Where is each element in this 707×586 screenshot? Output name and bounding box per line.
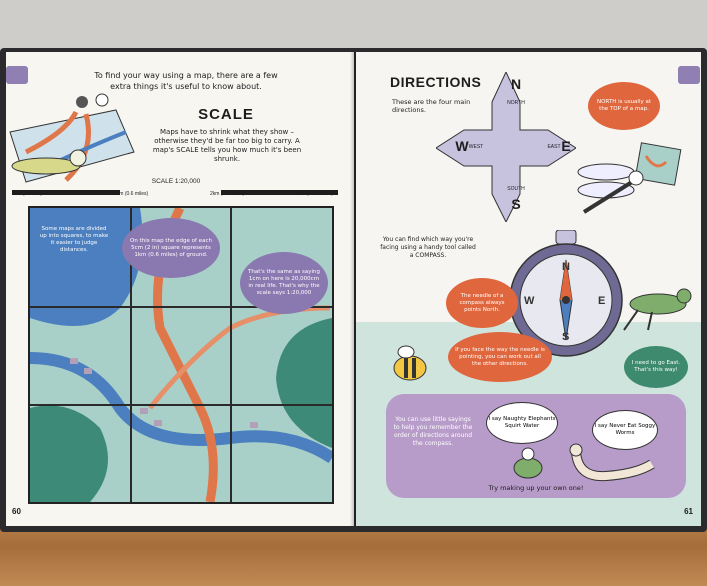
ruler-tick-1: 1km (0.6 miles) <box>114 191 149 197</box>
saying-two-bubble: I say Never Eat Soggy Worms <box>592 410 658 450</box>
north-word: NORTH <box>507 100 525 106</box>
west-letter: W <box>455 138 469 154</box>
scale-ruler <box>12 190 338 195</box>
compass-rose <box>436 72 576 222</box>
grasshopper-illustration <box>623 288 692 331</box>
svg-text:S: S <box>562 331 569 343</box>
north-info-bubble: NORTH is usually at the TOP of a map. <box>588 82 660 130</box>
ruler-tick-2: 2km (1.2 miles) <box>210 191 245 197</box>
bee-illustration <box>393 345 427 381</box>
svg-text:E: E <box>598 295 605 307</box>
face-direction-bubble: If you face the way the needle is pointi… <box>448 332 552 382</box>
west-word: WEST <box>468 144 484 150</box>
square-info-bubble: On this map the edge of each 5cm (2 in) … <box>122 218 220 278</box>
try-your-own-text: Try making up your own one! <box>488 484 584 492</box>
intro-text: To find your way using a map, there are … <box>94 71 278 91</box>
scale-heading: SCALE <box>198 106 254 123</box>
east-letter: E <box>561 138 571 154</box>
directions-heading: DIRECTIONS <box>390 74 482 90</box>
svg-text:N: N <box>562 261 570 273</box>
east-word: EAST <box>547 144 561 150</box>
grid-map: Some maps are divided up into squares, t… <box>28 206 334 504</box>
dragonfly-illustration <box>577 142 682 214</box>
compass-description: You can find which way you're facing usi… <box>380 236 476 259</box>
book-gutter <box>350 52 360 526</box>
needle-info-bubble: The needle of a compass always points No… <box>446 278 518 328</box>
beetle-worm-illustration <box>513 443 655 482</box>
directions-description: These are the four main directions. <box>392 98 471 114</box>
page-number-left: 60 <box>12 507 21 516</box>
ruler-tick-3: 3km (1.85 miles) <box>296 191 333 197</box>
compass-corner-icon <box>678 66 700 84</box>
scale-ratio-label: SCALE 1:20,000 <box>151 178 201 185</box>
caterpillar-map-illustration <box>9 93 135 183</box>
scale-description: Maps have to shrink what they show – oth… <box>152 128 302 163</box>
page-number-right: 61 <box>684 507 693 516</box>
lost-east-bubble: I need to go East. That's this way! <box>624 346 688 388</box>
north-letter: N <box>510 76 522 92</box>
south-word: SOUTH <box>507 186 525 192</box>
grid-info-bubble: Some maps are divided up into squares, t… <box>32 214 116 266</box>
left-page: To find your way using a map, there are … <box>6 52 354 526</box>
compass-corner-icon <box>6 66 28 84</box>
svg-text:W: W <box>524 295 535 307</box>
sayings-description: You can use little sayings to help you r… <box>393 416 473 447</box>
saying-one-bubble: I say Naughty Elephants Squirt Water <box>486 402 558 444</box>
scale-info-bubble: That's the same as saying 1cm on here is… <box>240 252 328 314</box>
ruler-tick-0: 0km (0 miles) <box>12 191 43 197</box>
south-letter: S <box>511 196 521 212</box>
right-page: DIRECTIONS These are the four main direc… <box>356 52 701 526</box>
